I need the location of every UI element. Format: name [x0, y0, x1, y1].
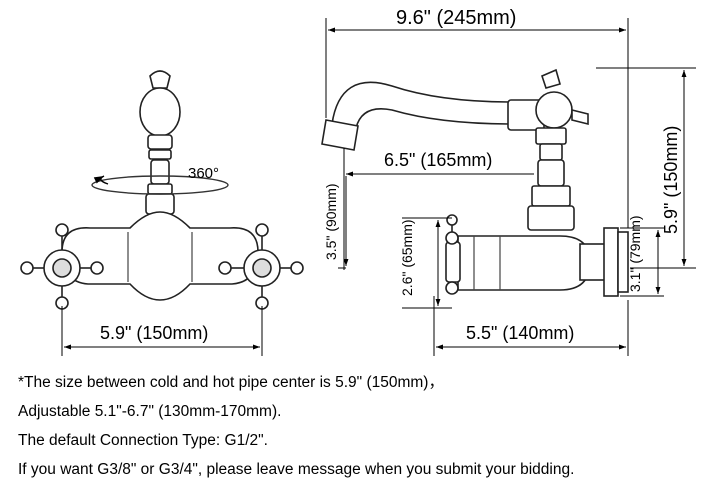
note-pipe-center: *The size between cold and hot pipe cent…	[18, 374, 444, 391]
notes: *The size between cold and hot pipe cent…	[18, 368, 698, 484]
side-view-faucet	[321, 68, 629, 297]
wall-depth-label: 5.5" (140mm)	[466, 323, 574, 343]
inlet-height-dimension	[402, 217, 452, 309]
overall-length-dimension	[325, 18, 629, 228]
spout-reach-label: 6.5" (165mm)	[384, 150, 492, 170]
note-connection-type: The default Connection Type: G1/2".	[18, 432, 268, 449]
note-adjustable-range: Adjustable 5.1"-6.7" (130mm-170mm).	[18, 403, 282, 420]
front-view-faucet	[20, 70, 304, 310]
flange-diameter-label: 3.1" (79mm)	[627, 215, 643, 292]
handle-spacing-dimension	[61, 306, 263, 356]
faucet-dimension-drawing: 360° 5.9" (150mm)	[20, 7, 696, 356]
spout-height-label: 3.5" (90mm)	[323, 183, 339, 260]
overall-height-dimension	[596, 67, 696, 269]
spout-reach-dimension	[343, 148, 534, 270]
overall-height-label: 5.9" (150mm)	[661, 126, 681, 234]
rotation-label: 360°	[188, 165, 219, 182]
note-alternate-connection: If you want G3/8" or G3/4", please leave…	[18, 461, 575, 478]
rotation-arrow	[93, 175, 109, 185]
overall-length-label: 9.6" (245mm)	[396, 7, 516, 29]
handle-spacing-label: 5.9" (150mm)	[100, 323, 208, 343]
inlet-height-label: 2.6" (65mm)	[399, 219, 415, 296]
wall-depth-dimension	[433, 296, 629, 356]
flange-diameter-dimension	[620, 227, 664, 297]
spout-height-dimension	[338, 176, 349, 269]
